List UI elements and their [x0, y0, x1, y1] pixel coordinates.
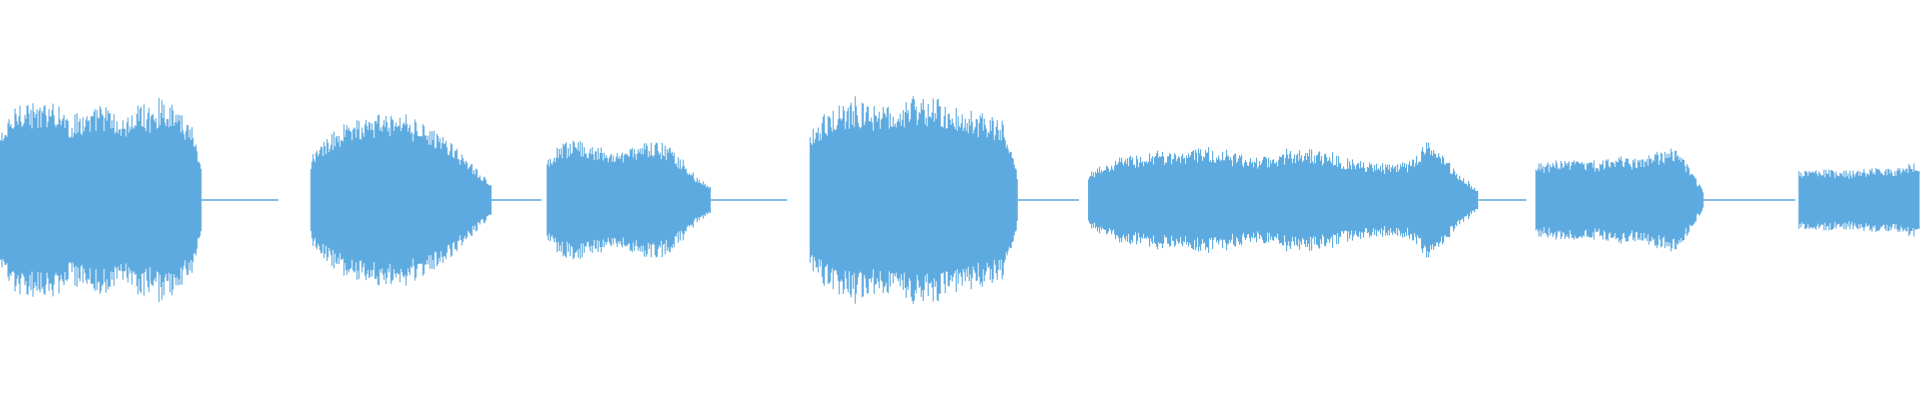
- waveform-segment-4-bars: [809, 96, 1018, 304]
- waveform-segment-4: [809, 96, 1018, 304]
- waveform-segment-3: [546, 140, 711, 260]
- waveform-segment-6-bars: [1535, 148, 1704, 252]
- waveform-segment-2: [310, 114, 492, 286]
- waveform-segment-1: [0, 97, 202, 303]
- waveform-segment-1-bars: [0, 97, 202, 303]
- waveform-segment-5-bars: [1088, 142, 1479, 258]
- waveform-segment-6: [1535, 148, 1704, 252]
- waveform-segment-7: [1798, 163, 1920, 237]
- waveform-segment-5: [1088, 142, 1479, 258]
- waveform-segment-7-bars: [1798, 163, 1920, 237]
- waveform-segment-3-bars: [546, 140, 711, 260]
- waveform-segment-2-bars: [310, 114, 492, 286]
